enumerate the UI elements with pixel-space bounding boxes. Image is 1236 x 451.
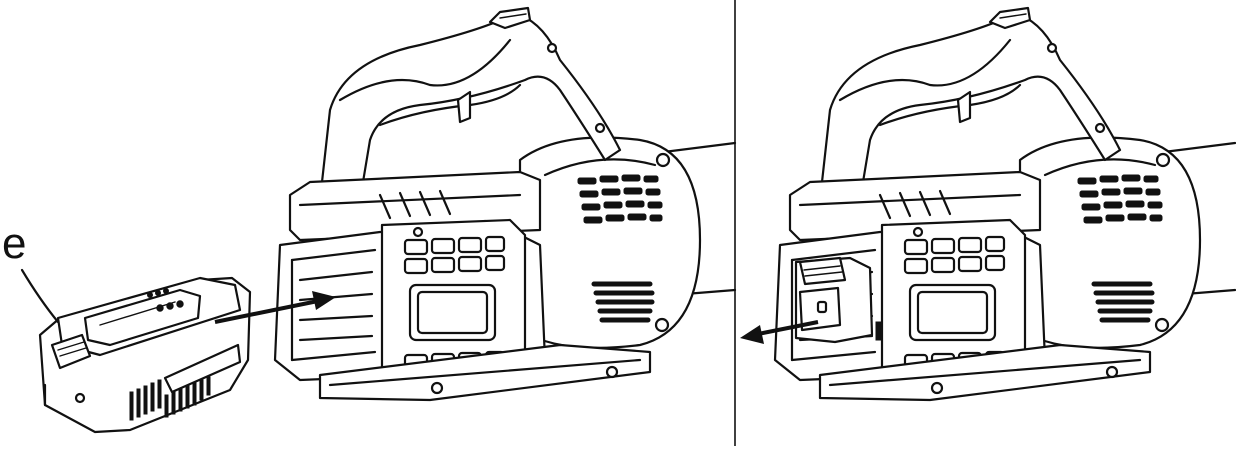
battery-pack xyxy=(38,276,252,434)
callout-leader-line xyxy=(20,268,60,324)
remove-arrow xyxy=(740,320,819,344)
battery-installed xyxy=(794,256,882,344)
callout-label-e: e xyxy=(2,219,27,268)
insert-arrow xyxy=(214,291,336,324)
blower-left xyxy=(273,6,737,402)
